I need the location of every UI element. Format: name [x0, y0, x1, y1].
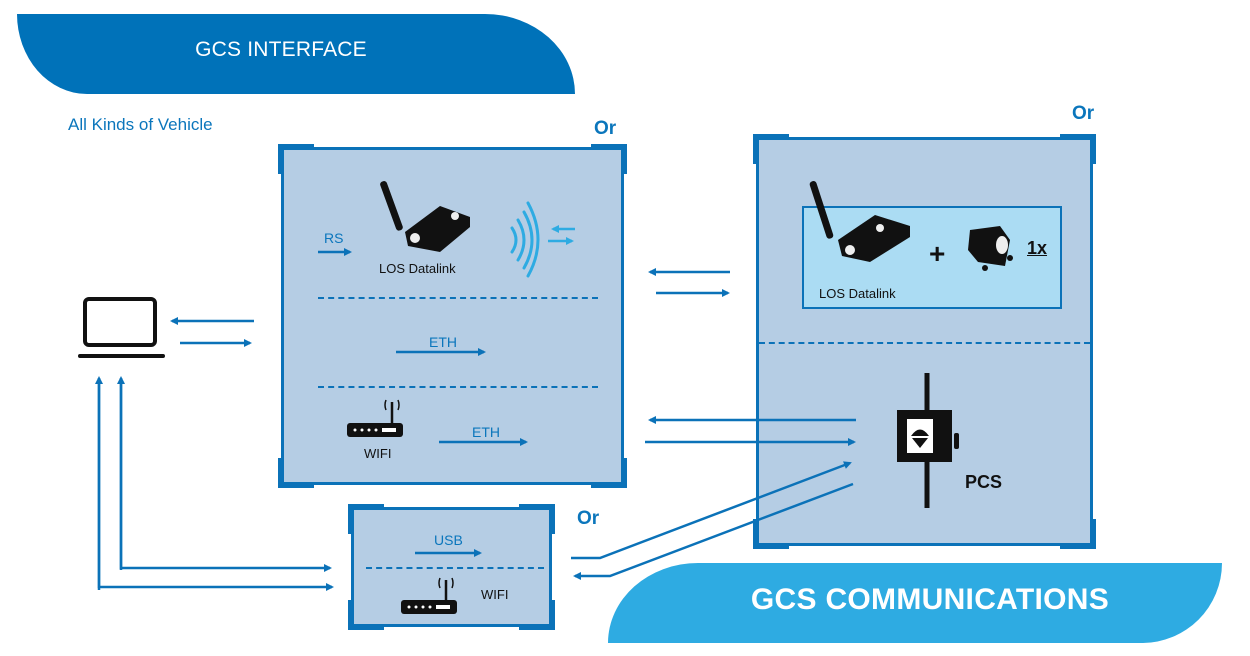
los-datalink-label: LOS Datalink	[379, 261, 456, 276]
comms-box: LOS Datalink + 1x PCS	[753, 134, 1096, 549]
los-datalink-bundle: LOS Datalink + 1x	[802, 206, 1062, 309]
quantity-label: 1x	[1027, 238, 1048, 258]
bidirectional-arrows-icon	[548, 225, 575, 245]
eth-link-label-2: ETH	[472, 424, 500, 440]
plus-sign: +	[929, 238, 946, 269]
los-datalink-icon	[809, 181, 910, 262]
pcs-label: PCS	[965, 472, 1003, 492]
laptop-icon	[78, 297, 165, 358]
usb-link-label: USB	[434, 532, 463, 548]
laptop-usb-connectors	[95, 376, 334, 591]
interface-pcs-arrows	[645, 416, 856, 446]
gcs-communications-title: GCS COMMUNICATIONS	[750, 583, 1110, 616]
divider	[366, 567, 544, 569]
gcs-interface-banner: GCS INTERFACE	[17, 14, 575, 94]
or-label-comms: Or	[1072, 103, 1095, 124]
gcs-communications-banner: GCS COMMUNICATIONS	[608, 563, 1222, 643]
wifi-label: WIFI	[364, 446, 392, 461]
divider	[318, 297, 598, 299]
los-datalink-icon	[380, 181, 470, 252]
usb-pcs-connectors	[571, 461, 854, 580]
vehicle-subtitle: All Kinds of Vehicle	[68, 115, 213, 134]
wifi-router-icon	[347, 399, 403, 437]
antenna-module-icon	[968, 226, 1013, 271]
divider	[759, 342, 1090, 344]
wifi-router-icon	[401, 577, 457, 614]
rs-link-label: RS	[324, 230, 344, 246]
gcs-interface-title: GCS INTERFACE	[195, 38, 367, 61]
laptop-interface-arrows	[170, 317, 254, 347]
divider	[318, 386, 598, 388]
or-label-usb: Or	[577, 508, 600, 529]
los-datalink-label: LOS Datalink	[819, 286, 896, 301]
radio-waves-icon	[510, 201, 540, 278]
or-label-interface: Or	[594, 118, 617, 139]
pcs-device-icon	[897, 373, 959, 508]
wifi-label: WIFI	[481, 587, 509, 602]
interface-box: RS LOS Datalink ETH ETH WIFI	[278, 144, 627, 488]
eth-link-label-1: ETH	[429, 334, 457, 350]
interface-comms-arrows	[648, 268, 730, 297]
